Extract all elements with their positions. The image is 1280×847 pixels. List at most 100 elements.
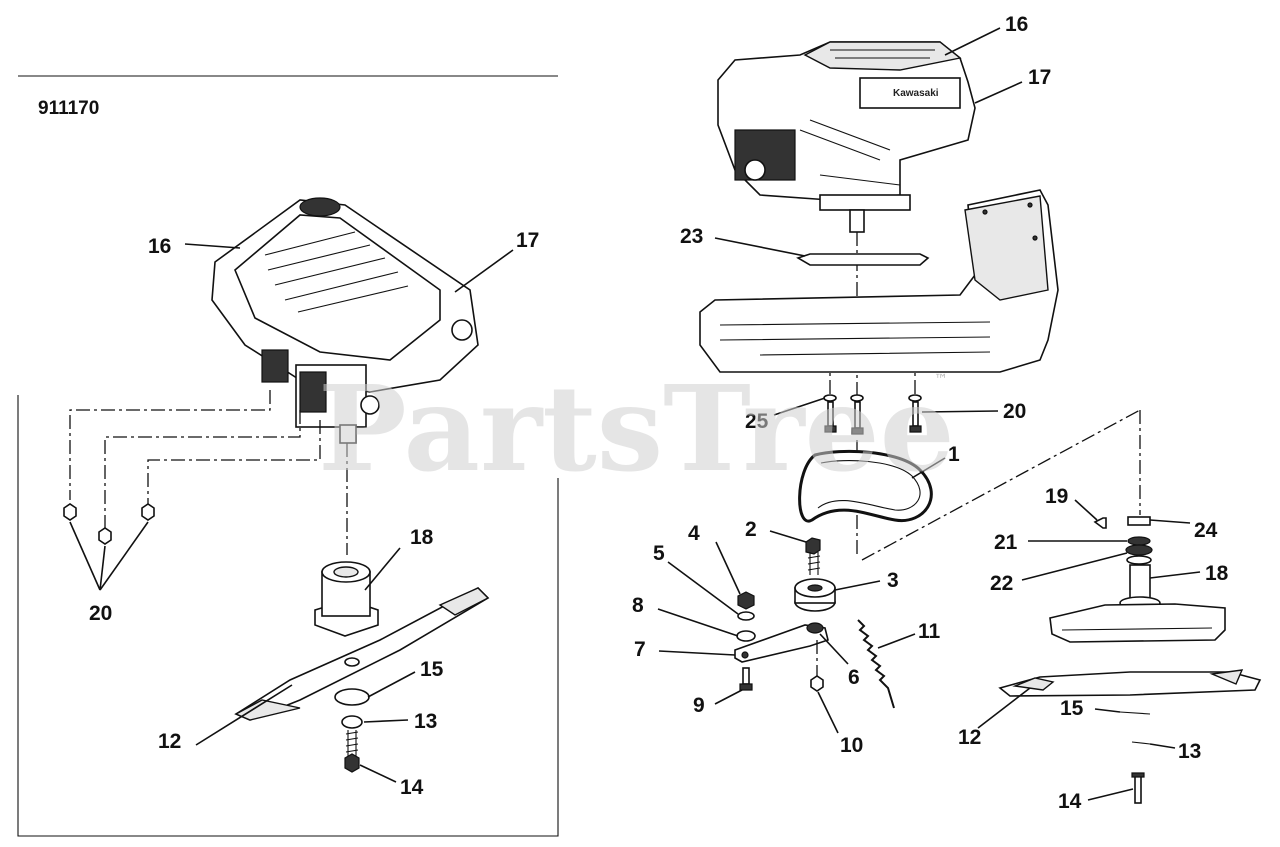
right-spindle-stack[interactable]	[1119, 516, 1161, 610]
right-key-19[interactable]	[1093, 517, 1107, 529]
left-bolts[interactable]	[63, 503, 155, 545]
leader-13-left	[363, 719, 409, 723]
left-bolt-path-3	[147, 420, 321, 505]
callout-14-left: 14	[400, 776, 424, 799]
callout-22-right: 22	[990, 572, 1013, 595]
callout-17-left: 17	[516, 229, 539, 252]
callout-19-right: 19	[1045, 485, 1068, 508]
leader-11-right	[877, 633, 916, 649]
watermark: PartsTree	[318, 359, 955, 498]
left-washer-15[interactable]	[334, 688, 370, 706]
leader-15-right	[1094, 708, 1121, 713]
leader-9-right	[714, 689, 743, 705]
callout-21-right: 21	[994, 531, 1018, 554]
leader-14-left	[359, 764, 397, 783]
left-bolt-path-2	[104, 410, 301, 528]
callout-25-right: 25	[745, 410, 769, 433]
callout-11-right: 11	[918, 620, 941, 643]
callout-7-right: 7	[634, 638, 646, 661]
left-blade-adapter[interactable]	[314, 561, 379, 637]
right-deck[interactable]	[699, 189, 1059, 373]
leader-20-left-c	[99, 521, 149, 591]
callout-5-right: 5	[653, 542, 665, 565]
leader-16-left	[184, 243, 241, 249]
leader-5-right	[667, 561, 739, 615]
right-idler-pulley-3[interactable]	[794, 578, 836, 612]
part-number: 911170	[38, 98, 99, 119]
callout-10-right: 10	[840, 734, 863, 757]
callout-14-right: 14	[1058, 790, 1082, 813]
left-engine[interactable]	[211, 197, 479, 444]
callout-18-left: 18	[410, 526, 434, 549]
callout-16-left: 16	[148, 235, 171, 258]
right-washer-8[interactable]	[736, 630, 756, 642]
callout-12-right: 12	[958, 726, 981, 749]
leader-24-right	[1149, 519, 1191, 524]
right-washer-13[interactable]	[1131, 741, 1151, 745]
leader-12-right	[977, 687, 1031, 729]
callout-8-right: 8	[632, 594, 644, 617]
leader-17-right	[974, 81, 1023, 104]
leader-18-right	[1149, 571, 1201, 579]
leader-17-left	[454, 249, 514, 293]
right-spring-11[interactable]	[857, 619, 895, 709]
right-deck-bolts[interactable]	[823, 394, 922, 435]
right-spacer-23[interactable]	[796, 253, 930, 266]
right-washer-5[interactable]	[737, 611, 755, 621]
right-washer-15[interactable]	[1119, 711, 1151, 715]
leader-20-left-a	[69, 521, 101, 591]
leader-10-right	[817, 691, 839, 734]
right-bolt-14[interactable]	[1131, 772, 1145, 804]
right-engine[interactable]: Kawasaki	[717, 41, 976, 233]
right-belt-1[interactable]	[798, 449, 933, 523]
leader-23-right	[714, 237, 806, 257]
watermark-tm: ™	[934, 372, 948, 388]
right-bolt-9[interactable]	[739, 667, 753, 691]
callout-18-right: 18	[1205, 562, 1229, 585]
callout-15-right: 15	[1060, 697, 1084, 720]
leader-2-right	[769, 530, 807, 543]
right-spindle-housing[interactable]	[1049, 603, 1226, 643]
leader-18-left	[364, 547, 401, 591]
leader-14-right	[1087, 788, 1134, 801]
left-bolt-14[interactable]	[344, 730, 360, 773]
left-panel-border	[17, 395, 559, 837]
left-bolt-path-1	[69, 390, 271, 500]
right-bushing-6[interactable]	[806, 622, 824, 634]
callout-20-right: 20	[1003, 400, 1026, 423]
leader-7-right	[658, 650, 736, 656]
leader-8-right	[657, 608, 739, 637]
right-nut-10[interactable]	[810, 675, 824, 692]
callout-4-right: 4	[688, 522, 700, 545]
callout-3-right: 3	[887, 569, 899, 592]
right-idler-bolt-2[interactable]	[805, 537, 821, 575]
callout-20-left: 20	[89, 602, 112, 625]
callout-6-right: 6	[848, 666, 860, 689]
callout-12-left: 12	[158, 730, 181, 753]
left-washer-13[interactable]	[341, 715, 363, 729]
callout-9-right: 9	[693, 694, 705, 717]
callout-15-left: 15	[420, 658, 444, 681]
leader-3-right	[834, 580, 881, 591]
callout-13-left: 13	[414, 710, 437, 733]
engine-brand-label: Kawasaki	[893, 88, 939, 99]
leader-20-left-b	[99, 545, 106, 591]
leader-16-right	[944, 27, 1001, 56]
left-blade[interactable]	[234, 587, 490, 721]
leader-20-right	[921, 410, 999, 413]
leader-4-right	[715, 541, 741, 595]
right-nut-4[interactable]	[737, 591, 755, 610]
leader-15-left	[367, 671, 416, 698]
right-separator-diagonal	[861, 409, 1141, 561]
callout-23-right: 23	[680, 225, 703, 248]
leader-25-right	[773, 397, 826, 416]
callout-24-right: 24	[1194, 519, 1218, 542]
callout-13-right: 13	[1178, 740, 1201, 763]
leader-6-right	[819, 633, 849, 665]
right-blade[interactable]	[998, 669, 1262, 697]
callout-16-right: 16	[1005, 13, 1028, 36]
callout-17-right: 17	[1028, 66, 1051, 89]
callout-2-right: 2	[745, 518, 757, 541]
